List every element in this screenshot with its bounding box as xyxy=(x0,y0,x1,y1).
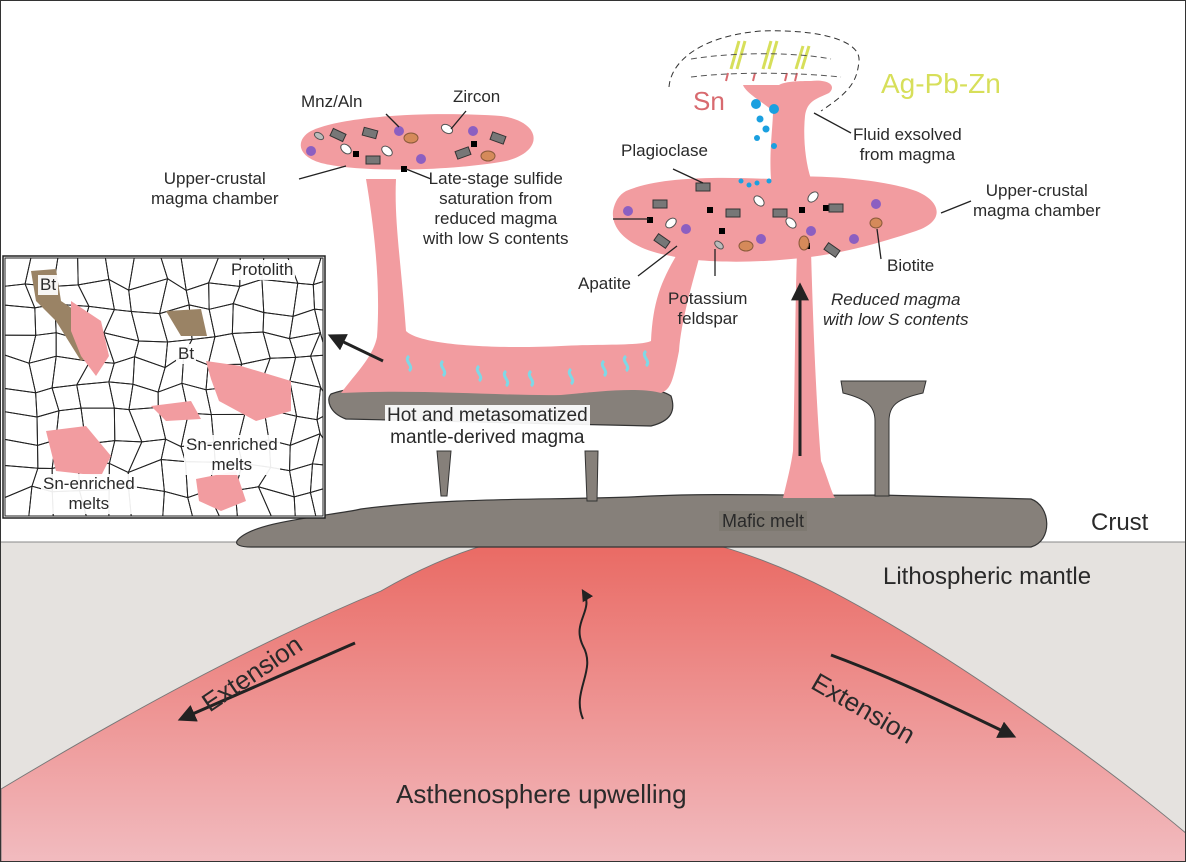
left-chamber-line2: magma chamber xyxy=(151,189,279,208)
lithospheric-mantle-label: Lithospheric mantle xyxy=(883,563,1092,590)
melt-patch-5 xyxy=(151,401,201,421)
mantle-magma-line2: mantle-derived magma xyxy=(390,427,585,448)
alteration-halo-inner xyxy=(690,53,842,78)
right-feeder-conduit xyxy=(783,251,835,498)
reduced-magma-line2: with low S contents xyxy=(823,310,969,329)
sn-melts-b-line2: melts xyxy=(68,494,110,513)
mafic-dike-1 xyxy=(436,450,452,497)
magma-conduit-network xyxy=(341,179,701,396)
mantle-magma-line1: Hot and metasomatized xyxy=(387,405,588,426)
asthenosphere-label: Asthenosphere upwelling xyxy=(396,779,687,809)
biotite-label: Biotite xyxy=(887,256,935,275)
crust-label: Crust xyxy=(1091,509,1149,536)
upwelling-arrow xyxy=(578,588,594,720)
protolith-label: Protolith xyxy=(229,260,296,280)
heat-waves xyxy=(405,349,650,388)
mafic-t-dike xyxy=(840,380,927,497)
ag-pb-zn-label: Ag-Pb-Zn xyxy=(881,68,1001,99)
alteration-halo xyxy=(668,30,860,112)
sulfide-line4: with low S contents xyxy=(423,229,569,248)
left-chamber-line1: Upper-crustal xyxy=(163,169,266,188)
sn-melts-a-line1: Sn-enriched xyxy=(186,435,278,454)
sn-melts-a-line2: melts xyxy=(211,455,253,474)
sulfide-line2: saturation from xyxy=(439,189,553,208)
fluid-line1: Fluid exsolved xyxy=(853,125,962,144)
cupola xyxy=(743,80,832,179)
fluid-bubbles xyxy=(738,99,779,188)
extension-arrow-right xyxy=(830,653,1017,738)
mineral-grain xyxy=(309,488,324,517)
biotite-label-1: Bt xyxy=(38,275,59,295)
reduced-magma-line1: Reduced magma xyxy=(831,290,961,309)
mafic-dike-2 xyxy=(584,450,599,502)
sn-label: Sn xyxy=(693,86,725,116)
right-magma-chamber xyxy=(612,176,937,262)
left-chamber-crystals xyxy=(306,123,507,172)
sulfide-line1: Late-stage sulfide xyxy=(428,169,563,188)
zircon-label: Zircon xyxy=(453,87,501,106)
right-chamber-crystals xyxy=(623,182,883,258)
k-feldspar-line2: feldspar xyxy=(677,309,738,328)
sn-melts-b-line1: Sn-enriched xyxy=(43,474,135,493)
right-chamber-line2: magma chamber xyxy=(973,201,1101,220)
leader-lines xyxy=(298,110,972,277)
apatite-label: Apatite xyxy=(578,274,631,293)
fluid-line2: from magma xyxy=(859,145,956,164)
biotite-patch-2 xyxy=(166,309,207,336)
sulfide-line3: reduced magma xyxy=(434,209,558,228)
melt-patch-2 xyxy=(206,361,291,421)
mafic-melt-body xyxy=(236,494,1048,548)
right-chamber-line1: Upper-crustal xyxy=(985,181,1088,200)
mafic-melt-label: Mafic melt xyxy=(719,511,808,531)
sn-veins xyxy=(725,72,798,82)
ore-veins xyxy=(729,40,811,70)
extension-arrow-left xyxy=(177,641,356,722)
plagioclase-label: Plagioclase xyxy=(621,141,708,160)
biotite-label-2: Bt xyxy=(176,344,197,364)
inset-pointer-arrow xyxy=(327,334,384,363)
k-feldspar-line1: Potassium xyxy=(668,289,748,308)
melt-patch-4 xyxy=(196,471,246,511)
mnz-aln-label: Mnz/Aln xyxy=(301,92,363,111)
melt-patch-3 xyxy=(46,426,111,476)
melt-patch-1 xyxy=(71,301,109,376)
